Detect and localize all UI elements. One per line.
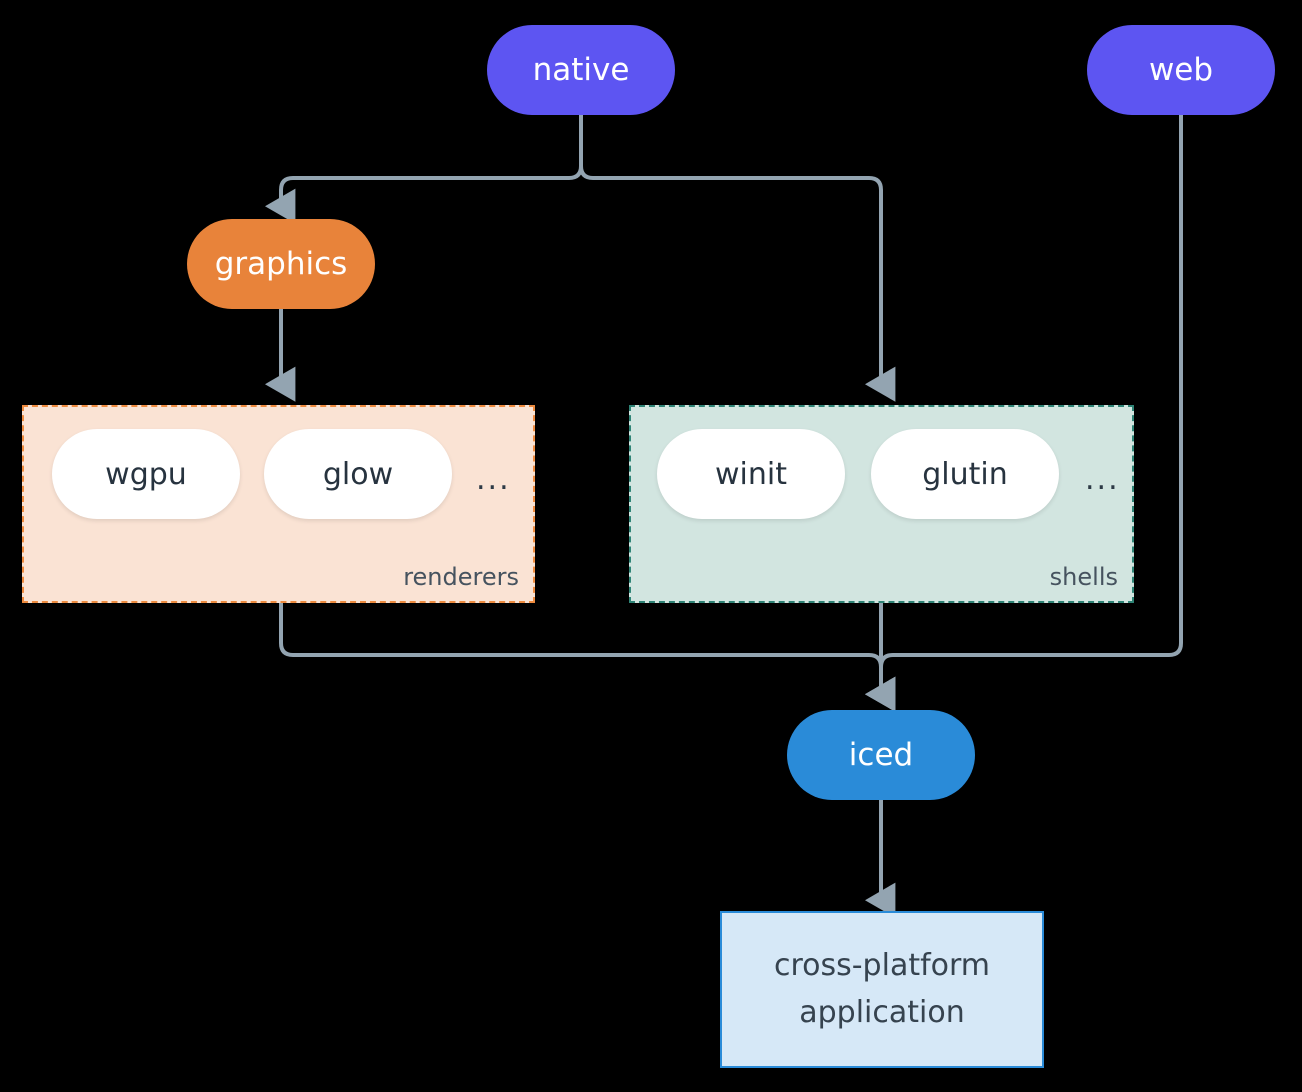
leaf-glutin-label: glutin [922, 456, 1008, 492]
node-web[interactable]: web [1087, 25, 1275, 115]
leaf-glow-label: glow [322, 456, 394, 492]
leaf-winit[interactable]: winit [657, 429, 845, 519]
node-iced-label: iced [848, 736, 914, 773]
node-native[interactable]: native [487, 25, 675, 115]
leaf-wgpu-label: wgpu [105, 456, 187, 492]
node-application-label-line2: application [799, 994, 965, 1030]
node-application-label-line1: cross-platform [773, 948, 991, 983]
node-graphics[interactable]: graphics [187, 219, 375, 309]
shells-overflow-ellipsis: ... [1085, 462, 1120, 497]
edge-native-to-graphics [265, 114, 583, 224]
node-iced[interactable]: iced [787, 710, 975, 800]
leaf-glow[interactable]: glow [264, 429, 452, 519]
node-application[interactable]: cross-platform application [720, 911, 1044, 1068]
group-renderers: wgpu glow ... renderers [22, 405, 535, 603]
renderers-overflow-ellipsis: ... [476, 462, 511, 497]
node-native-label: native [532, 51, 630, 88]
node-graphics-label: graphics [214, 245, 348, 282]
node-web-label: web [1148, 51, 1214, 88]
group-shells-label: shells [1049, 563, 1118, 591]
group-shells: winit glutin ... shells [629, 405, 1134, 603]
group-renderers-label: renderers [403, 563, 519, 591]
leaf-winit-label: winit [715, 456, 787, 492]
edge-renderers-to-iced [279, 603, 896, 712]
edge-native-to-shells [579, 114, 896, 402]
leaf-wgpu[interactable]: wgpu [52, 429, 240, 519]
leaf-glutin[interactable]: glutin [871, 429, 1059, 519]
